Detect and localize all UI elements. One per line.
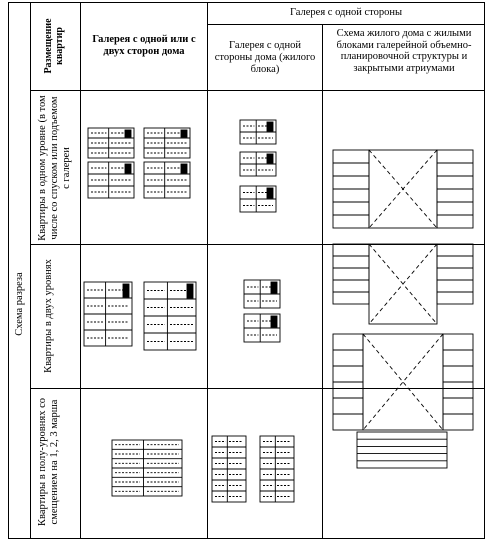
header-gallery-one: Галерея с одной стороны bbox=[289, 7, 403, 18]
outer-label: Схема разреза bbox=[14, 272, 25, 336]
atrium-stack-bottom bbox=[356, 431, 448, 469]
header-gallery-atrium: Схема жилого дома с жилыми блоками галер… bbox=[336, 28, 472, 74]
row-label-3: Квартиры в полу-уровнях со смещением на … bbox=[37, 398, 60, 526]
table-border bbox=[8, 2, 485, 539]
sketch-r2-a-stair bbox=[122, 283, 130, 298]
atrium-stack-left-2 bbox=[332, 243, 370, 305]
atrium-block-1-diag bbox=[368, 149, 438, 229]
atrium-block-1 bbox=[368, 149, 438, 229]
sketch-r1-c bbox=[87, 161, 135, 199]
sketch-r2-b-stair bbox=[186, 283, 194, 299]
row-label-1: Квартиры в одном уровне (в том числе со … bbox=[37, 95, 72, 241]
header-placement: Размещение квартир bbox=[43, 18, 65, 74]
header-gallery-both: Галерея с одной или с двух сторон дома bbox=[92, 34, 196, 57]
atrium-block-2 bbox=[368, 243, 438, 325]
sketch-r1-f-stair bbox=[266, 153, 274, 164]
sketch-r1-g-stair bbox=[266, 187, 274, 199]
row-label-2: Квартиры в двух уровнях bbox=[43, 259, 54, 373]
sketch-r1-b bbox=[143, 127, 191, 159]
header-gallery-one-block: Галерея с одной стороны дома (жилого бло… bbox=[214, 40, 316, 75]
atrium-stack-right-2 bbox=[436, 243, 474, 305]
sketch-r1-d bbox=[143, 161, 191, 199]
atrium-block-3 bbox=[362, 333, 444, 431]
sketch-r1-e-stair bbox=[266, 121, 274, 132]
sketch-r1-b-stair bbox=[180, 129, 188, 138]
sketch-r2-d-stair bbox=[270, 315, 278, 328]
sketch-r1-d-stair bbox=[180, 163, 188, 174]
sketch-r1-a-stair bbox=[124, 129, 132, 138]
sketch-r1-c-stair bbox=[124, 163, 132, 174]
sketch-r1-a bbox=[87, 127, 135, 159]
sketch-r2-c-stair bbox=[270, 281, 278, 294]
atrium-block-2-diag bbox=[368, 243, 438, 325]
